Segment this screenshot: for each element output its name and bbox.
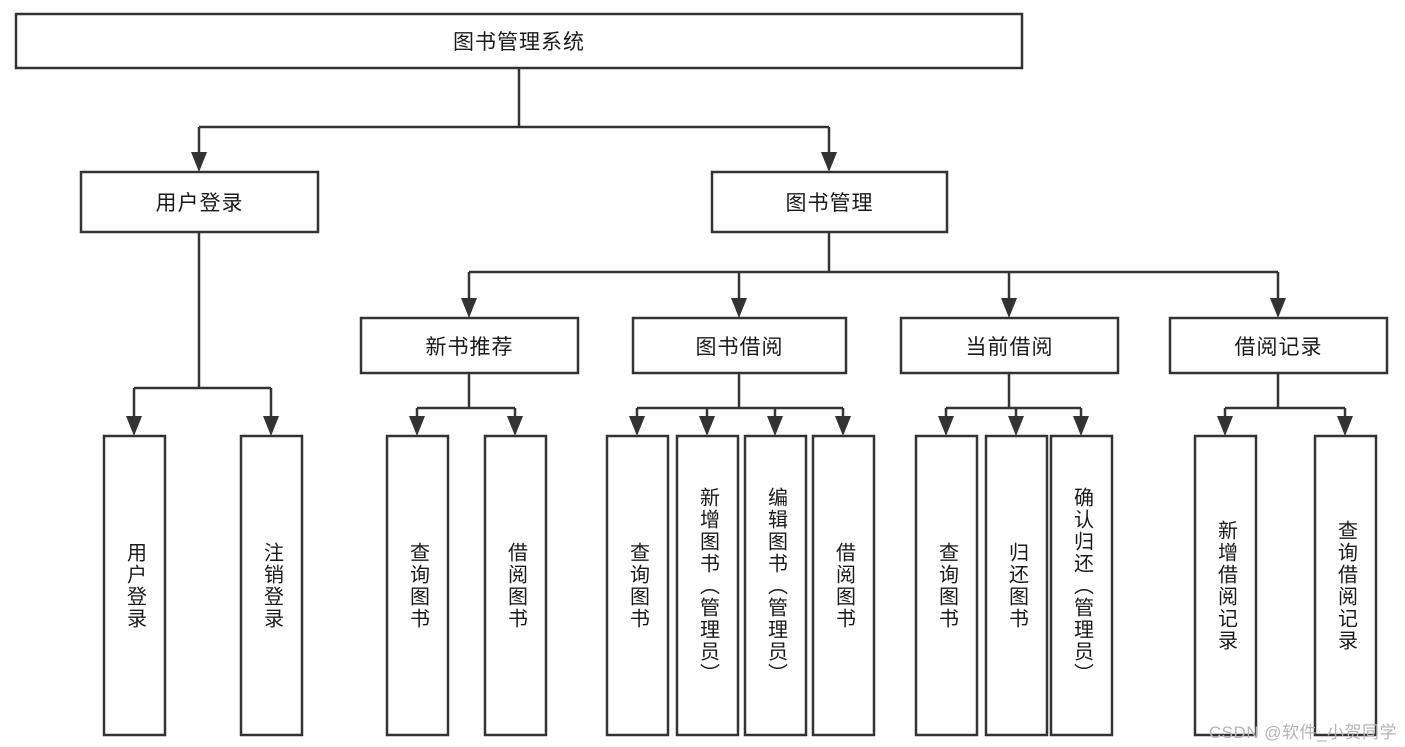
node-box-leaf-logout[interactable]	[239, 434, 304, 737]
arrow-head-user_login_to_leaves-0	[126, 416, 142, 436]
node-box-book-borrow[interactable]	[631, 316, 848, 375]
node-box-leaf-borrow-book-1[interactable]	[483, 434, 548, 737]
arrow-head-level1_bm_to_level2-3	[1270, 298, 1286, 318]
arrow-head-current_to_leaves-1	[1008, 416, 1024, 436]
arrow-head-root_to_level1-1	[821, 152, 837, 172]
arrow-head-level1_bm_to_level2-1	[731, 298, 747, 318]
node-box-leaf-add-book[interactable]	[675, 434, 740, 737]
arrow-head-level1_bm_to_level2-0	[461, 298, 477, 318]
arrow-head-borrow_to_leaves-2	[767, 416, 783, 436]
arrow-head-recommend_to_leaves-0	[409, 416, 425, 436]
node-box-leaf-confirm-return[interactable]	[1049, 434, 1114, 737]
node-box-leaf-add-record[interactable]	[1193, 434, 1258, 737]
node-box-root[interactable]	[14, 12, 1024, 70]
arrow-head-record_to_leaves-0	[1217, 416, 1233, 436]
node-box-leaf-return-book[interactable]	[984, 434, 1049, 737]
node-box-leaf-edit-book[interactable]	[743, 434, 808, 737]
arrow-head-current_to_leaves-0	[938, 416, 954, 436]
arrow-head-record_to_leaves-1	[1337, 416, 1353, 436]
node-box-new-book-recommend[interactable]	[359, 316, 580, 375]
node-box-borrow-record[interactable]	[1168, 316, 1389, 375]
node-box-leaf-query-book-1[interactable]	[385, 434, 450, 737]
node-box-leaf-borrow-book-2[interactable]	[811, 434, 876, 737]
arrow-head-borrow_to_leaves-0	[629, 416, 645, 436]
node-box-leaf-query-book-2[interactable]	[605, 434, 670, 737]
arrow-head-borrow_to_leaves-1	[699, 416, 715, 436]
node-box-current-borrow[interactable]	[899, 316, 1120, 375]
node-box-leaf-query-book-3[interactable]	[914, 434, 979, 737]
node-box-book-management[interactable]	[710, 170, 949, 234]
arrow-head-current_to_leaves-2	[1073, 416, 1089, 436]
arrow-head-level1_bm_to_level2-2	[1001, 298, 1017, 318]
node-box-leaf-user-login[interactable]	[102, 434, 167, 737]
csdn-watermark: CSDN @软件_小贺同学	[1208, 723, 1397, 742]
node-box-leaf-query-record[interactable]	[1313, 434, 1378, 737]
arrow-head-borrow_to_leaves-3	[835, 416, 851, 436]
arrow-head-root_to_level1-0	[191, 152, 207, 172]
node-box-user-login[interactable]	[79, 170, 320, 234]
node-box-layer	[14, 12, 1389, 737]
arrow-head-recommend_to_leaves-1	[507, 416, 523, 436]
arrow-head-user_login_to_leaves-1	[263, 416, 279, 436]
connector-layer	[126, 68, 1353, 436]
